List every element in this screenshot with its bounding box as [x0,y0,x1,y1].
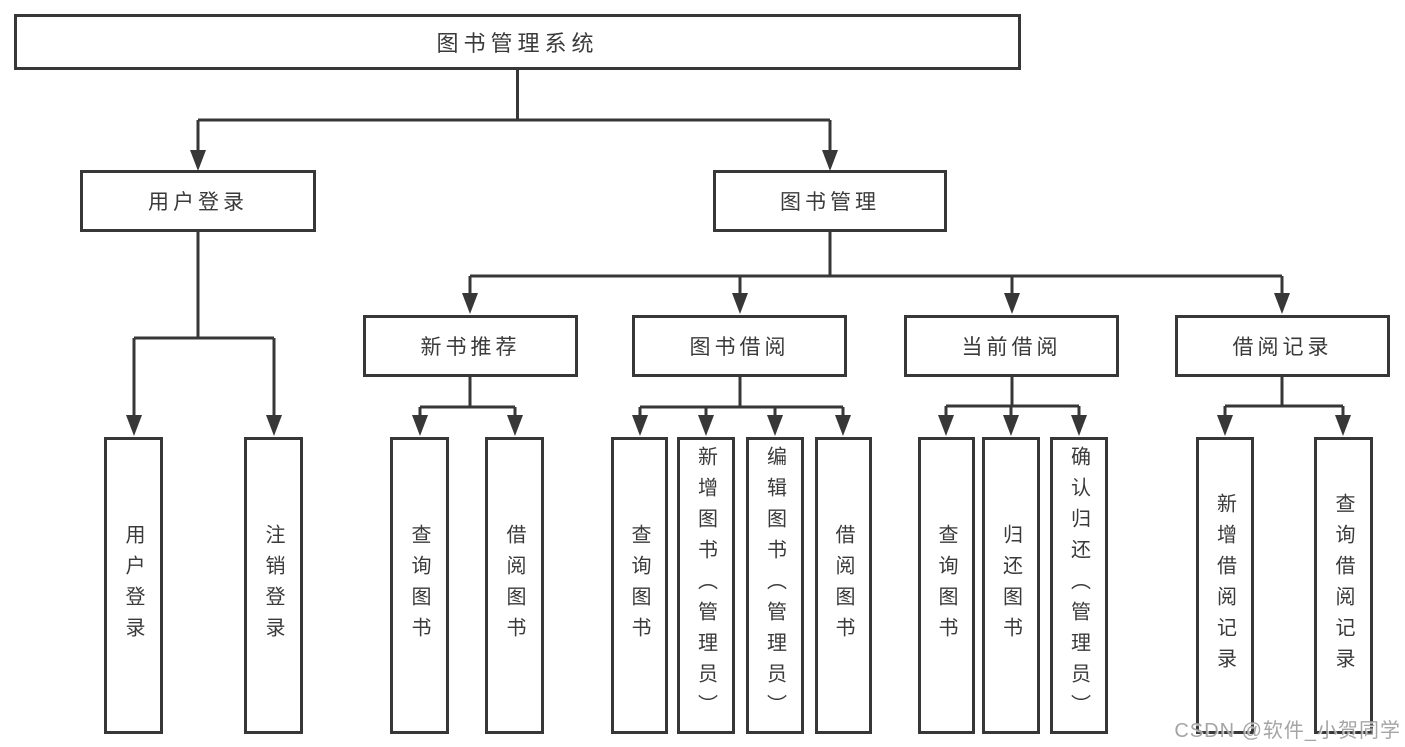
arrow-down-icon [126,415,142,436]
arrow-down-icon [1274,293,1290,314]
leaf-confirm-return-admin: 确认归还（管理员） [1050,437,1108,734]
leaf-logout: 注销登录 [244,437,303,734]
arrow-down-icon [412,415,428,436]
arrow-down-icon [1217,415,1233,436]
arrow-down-icon [462,293,478,314]
connector-book-borrow [632,377,851,436]
arrow-down-icon [190,150,206,171]
arrow-down-icon [266,415,282,436]
arrow-down-icon [1335,415,1351,436]
leaf-add-book-admin: 新增图书（管理员） [677,437,735,734]
connector-borrow-records [1217,377,1351,436]
arrow-down-icon [938,415,954,436]
arrow-down-icon [835,415,851,436]
connector-root [190,70,838,171]
arrow-down-icon [1004,293,1020,314]
arrow-down-icon [767,415,783,436]
connector-current-borrow [938,377,1087,436]
csdn-watermark: CSDN @软件_小贺同学 [1174,720,1401,742]
arrow-down-icon [732,293,748,314]
node-library-management-system: 图书管理系统 [14,14,1021,70]
node-current-borrow: 当前借阅 [904,315,1119,377]
leaf-query-books-recommend: 查询图书 [390,437,449,734]
connector-user-login [126,232,282,436]
arrow-down-icon [632,415,648,436]
arrow-down-icon [1003,415,1019,436]
node-new-book-recommend: 新书推荐 [363,315,578,377]
leaf-borrow-books-recommend: 借阅图书 [485,437,544,734]
arrow-down-icon [698,415,714,436]
arrow-down-icon [507,415,523,436]
leaf-query-borrow-record: 查询借阅记录 [1314,437,1373,734]
leaf-borrow-books: 借阅图书 [815,437,872,734]
leaf-query-books-current: 查询图书 [918,437,975,734]
node-user-login: 用户登录 [80,170,316,232]
leaf-add-borrow-record: 新增借阅记录 [1196,437,1254,734]
leaf-query-books-borrow: 查询图书 [611,437,668,734]
node-borrow-records: 借阅记录 [1175,315,1390,377]
node-book-management: 图书管理 [713,170,947,232]
leaf-return-book: 归还图书 [982,437,1040,734]
connector-book-management [462,232,1290,314]
arrow-down-icon [822,150,838,171]
arrow-down-icon [1071,415,1087,436]
leaf-user-login: 用户登录 [104,437,163,734]
leaf-edit-book-admin: 编辑图书（管理员） [746,437,804,734]
connector-new-book-recommend [412,377,523,436]
node-book-borrow: 图书借阅 [632,315,847,377]
